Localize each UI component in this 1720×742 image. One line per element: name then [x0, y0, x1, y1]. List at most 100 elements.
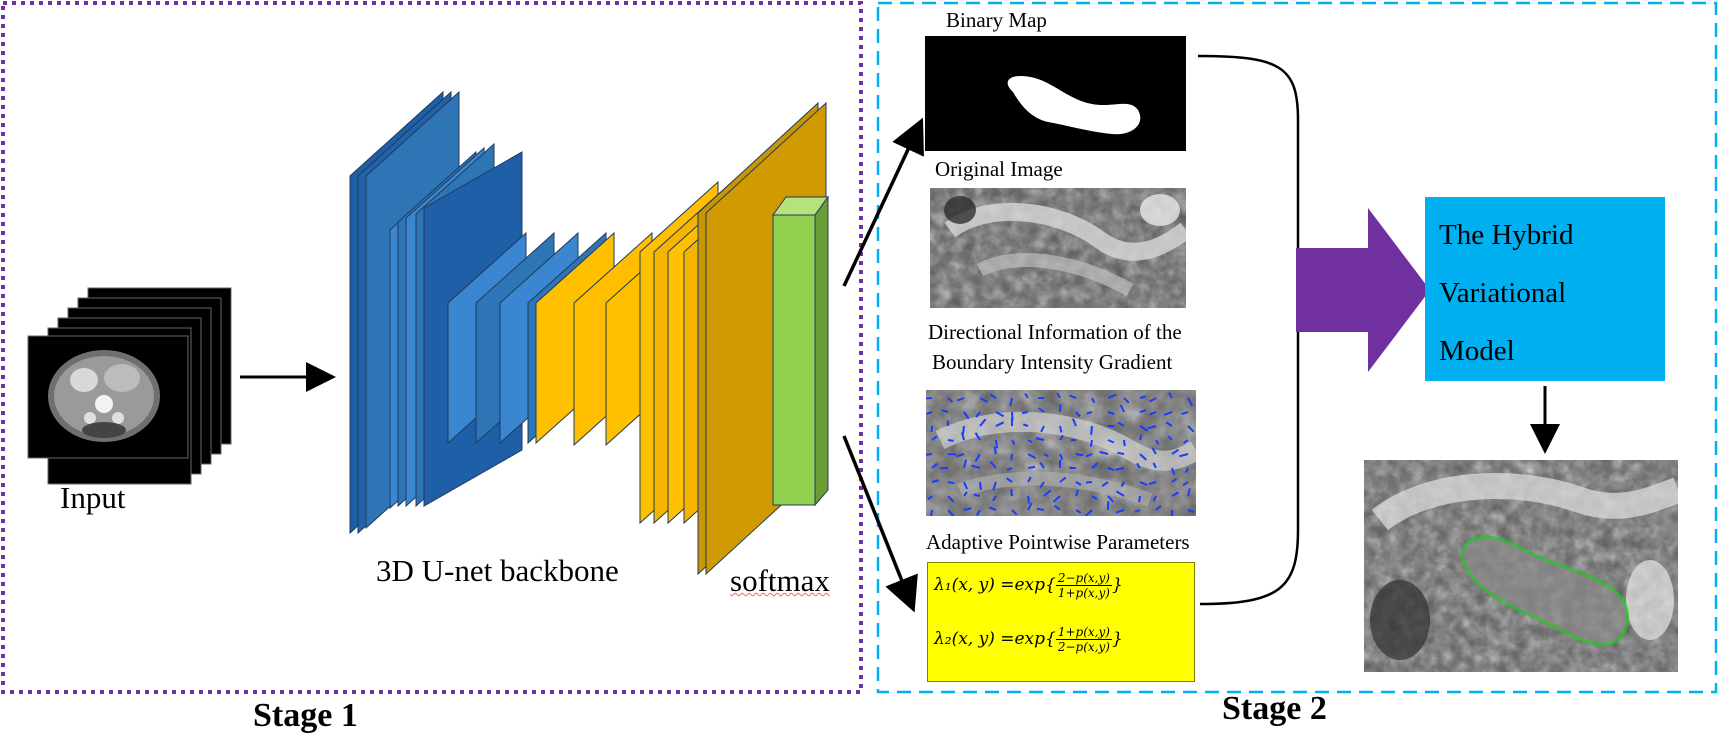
- gradient-vector: [1123, 397, 1130, 404]
- gradient-vector: [1027, 495, 1030, 504]
- arrow-to-parameters: [842, 435, 918, 613]
- gradient-vector: [974, 432, 981, 441]
- gradient-vector: [1139, 434, 1143, 441]
- gradient-vector: [1035, 437, 1045, 441]
- gradient-vector: [1120, 481, 1125, 487]
- gradient-vector: [1119, 404, 1125, 413]
- arrow-to-binary-map: [842, 117, 924, 287]
- gradient-vector: [1115, 490, 1125, 497]
- gradient-vector: [1171, 467, 1176, 476]
- gradient-vector: [1167, 435, 1173, 441]
- formula2-lhs: λ₂(x, y) =exp{: [934, 629, 1056, 649]
- gradient-vector: [1187, 509, 1195, 513]
- gradient-vector: [1182, 439, 1189, 444]
- gradient-vector: [962, 425, 965, 435]
- gradient-vector: [963, 481, 969, 490]
- gradient-vector: [1139, 453, 1147, 461]
- gradient-vector: [1009, 397, 1013, 407]
- gradient-vector: [1155, 505, 1162, 511]
- gradient-vector: [1059, 476, 1067, 483]
- gradient-vector: [1010, 488, 1013, 497]
- gradient-vector: [974, 453, 981, 462]
- gradient-vector: [1163, 411, 1173, 417]
- gradient-vector: [1027, 465, 1036, 469]
- gradient-vector: [960, 432, 965, 441]
- gradient-vector: [931, 435, 938, 441]
- gradient-vector: [1075, 453, 1084, 457]
- gradient-vector: [963, 411, 970, 420]
- gradient-vector: [947, 509, 955, 516]
- gradient-vector: [1138, 495, 1141, 503]
- gradient-vector: [1151, 447, 1157, 455]
- directional-label-line1: Directional Information of the: [928, 320, 1182, 344]
- formula-lambda1: λ₁(x, y) =exp{2−p(x,y)1+p(x,y)}: [934, 571, 1123, 600]
- formula2-numerator: 1+p(x,y): [1055, 625, 1112, 640]
- gradient-vector: [971, 464, 981, 469]
- gradient-vector: [1024, 393, 1029, 399]
- gradient-vector: [995, 439, 999, 449]
- gradient-vector: [1059, 453, 1064, 461]
- stage1-label: Stage 1: [253, 697, 358, 734]
- gradient-vector: [1091, 461, 1099, 469]
- binary-map-label: Binary Map: [946, 8, 1047, 32]
- hybrid-model-box: The Hybrid Variational Model: [1425, 197, 1665, 381]
- gradient-vector: [1075, 509, 1082, 514]
- original-image-label: Original Image: [935, 157, 1063, 181]
- gradient-vector: [1022, 423, 1029, 427]
- directional-label-line2: Boundary Intensity Gradient: [932, 350, 1173, 374]
- gradient-vector: [963, 507, 972, 511]
- gradient-vector: [1179, 453, 1189, 458]
- gradient-vector: [1075, 489, 1080, 497]
- gradient-vector: [975, 411, 981, 418]
- input-label: Input: [60, 480, 126, 515]
- gradient-vector: [1022, 411, 1029, 415]
- gradient-vector: [973, 493, 981, 497]
- gradient-vector: [1149, 411, 1157, 416]
- gradient-vector: [1006, 467, 1013, 471]
- gradient-vector: [975, 509, 981, 516]
- gradient-vector: [1152, 495, 1157, 502]
- gradient-vector: [995, 421, 1005, 427]
- formula2-fraction: 1+p(x,y)2−p(x,y): [1055, 625, 1112, 654]
- gradient-vector: [1171, 491, 1180, 497]
- gradient-vector: [1171, 477, 1177, 483]
- gradient-vector: [989, 393, 997, 399]
- gradient-vector: [1117, 451, 1125, 455]
- gradient-vector: [1091, 397, 1096, 404]
- gradient-vector: [1043, 489, 1052, 497]
- gradient-vector: [992, 481, 997, 491]
- stage2-label: Stage 2: [1222, 690, 1327, 727]
- original-ct-image: [930, 188, 1186, 308]
- gradient-vector: [926, 453, 933, 456]
- gradient-vector: [1152, 462, 1157, 469]
- bracket-connector: [1197, 54, 1300, 606]
- gradient-vector: [1011, 439, 1016, 445]
- gradient-vector: [1182, 481, 1189, 487]
- gradient-vector: [1056, 392, 1061, 399]
- gradient-vector: [1043, 453, 1050, 458]
- gradient-vector: [931, 462, 938, 469]
- gradient-vector: [979, 397, 988, 403]
- gradient-vector: [1139, 409, 1147, 413]
- gradient-vector: [1171, 448, 1179, 455]
- formula1-close: }: [1111, 575, 1123, 595]
- gradient-vector: [993, 446, 997, 455]
- gradient-vector: [1107, 495, 1115, 503]
- adaptive-label: Adaptive Pointwise Parameters: [926, 530, 1190, 554]
- gradient-vector: [1149, 397, 1157, 403]
- gradient-vector: [1134, 509, 1141, 513]
- binary-map-image: [925, 36, 1186, 151]
- gradient-vector: [957, 397, 965, 402]
- hybrid-line-3: Model: [1439, 335, 1515, 367]
- gradient-vector: [1107, 393, 1117, 399]
- gradient-vector: [1071, 418, 1077, 427]
- gradient-vector: [947, 495, 955, 503]
- gradient-vector: [1139, 425, 1149, 432]
- gradient-vector: [1165, 421, 1173, 427]
- gradient-vector: [930, 425, 933, 432]
- gradient-vector: [989, 461, 997, 469]
- input-ct-stack: [27, 287, 232, 485]
- gradient-vector: [1136, 462, 1141, 469]
- gradient-vector: [963, 459, 967, 469]
